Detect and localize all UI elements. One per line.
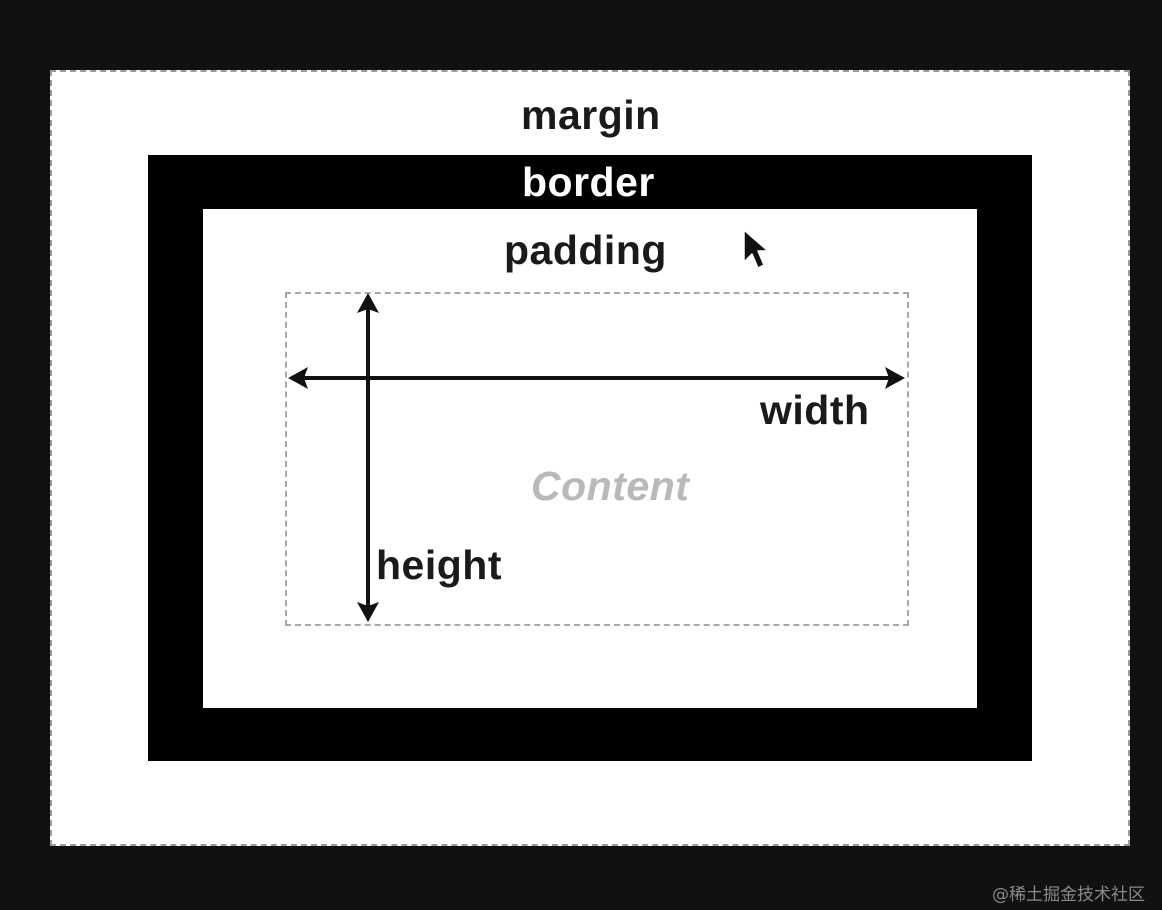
watermark-text: @稀土掘金技术社区 [992, 885, 1145, 905]
height-label: height [376, 542, 502, 588]
content-label: Content [531, 463, 690, 509]
padding-label: padding [504, 227, 667, 273]
width-label: width [760, 387, 870, 433]
border-label: border [522, 159, 655, 205]
content-area [285, 292, 909, 626]
margin-label: margin [521, 92, 661, 138]
